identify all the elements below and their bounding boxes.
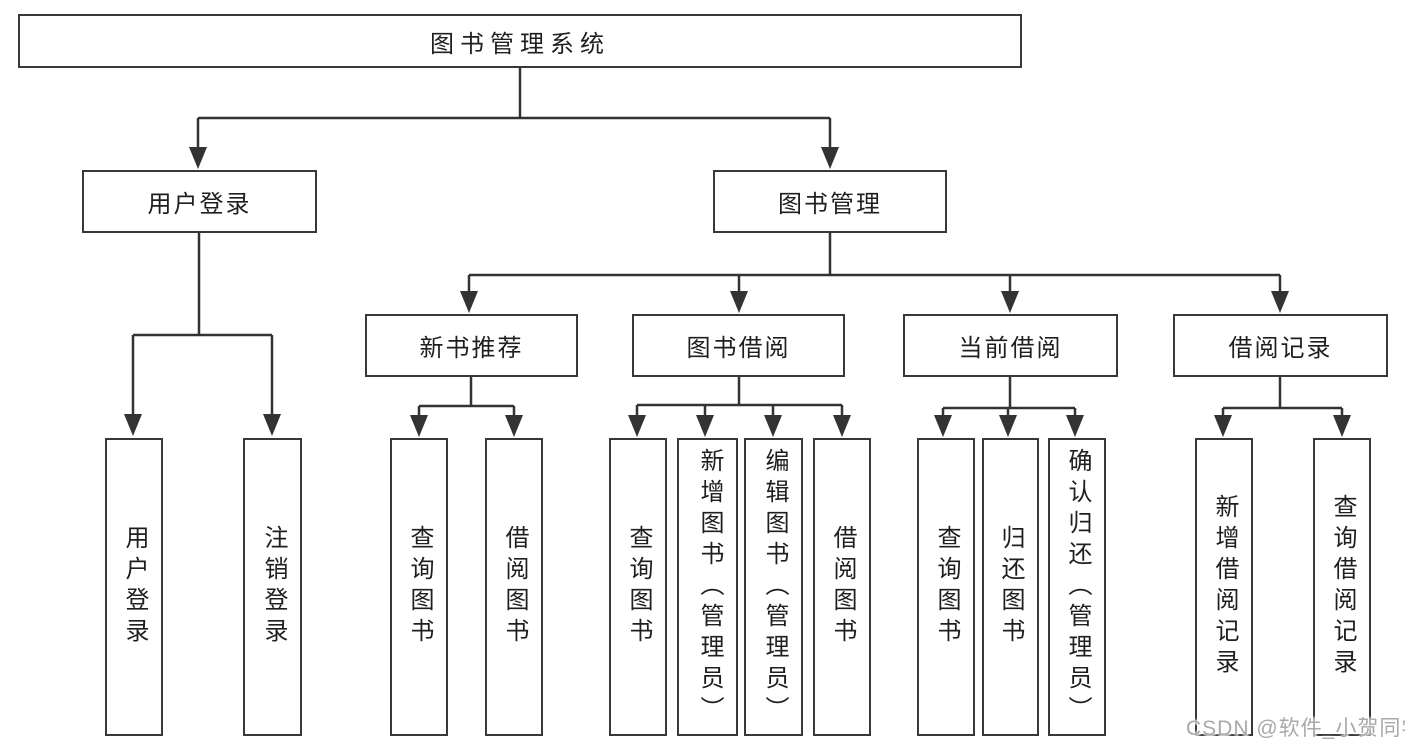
watermark: CSDN @软件_小贺同学: [1186, 717, 1405, 740]
node-library-management-system: 图书管理系统: [18, 14, 1022, 68]
node-current-borrow: 当前借阅: [903, 314, 1118, 377]
leaf-borrow-query-books: 查询图书: [609, 438, 667, 736]
arrow-icon: [1066, 415, 1084, 437]
leaf-records-query-record: 查询借阅记录: [1313, 438, 1371, 736]
arrow-icon: [124, 414, 142, 436]
leaf-current-return-books: 归还图书: [982, 438, 1039, 736]
arrowheads: [124, 147, 1351, 437]
arrow-icon: [263, 414, 281, 436]
arrow-icon: [696, 415, 714, 437]
leaf-user-login: 用户登录: [105, 438, 163, 736]
leaf-borrow-borrow-books: 借阅图书: [813, 438, 871, 736]
arrow-icon: [1333, 415, 1351, 437]
arrow-icon: [505, 415, 523, 437]
arrow-icon: [189, 147, 207, 169]
arrow-icon: [1214, 415, 1232, 437]
arrow-icon: [1001, 291, 1019, 313]
leaf-recommend-borrow-books: 借阅图书: [485, 438, 543, 736]
node-user-login: 用户登录: [82, 170, 317, 233]
node-borrow-records: 借阅记录: [1173, 314, 1388, 377]
arrow-icon: [934, 415, 952, 437]
arrow-icon: [764, 415, 782, 437]
arrow-icon: [999, 415, 1017, 437]
arrow-icon: [460, 291, 478, 313]
node-book-borrow: 图书借阅: [632, 314, 845, 377]
node-label: 新书推荐: [419, 335, 524, 362]
connector-segments: [131, 68, 1344, 418]
node-label: 当前借阅: [958, 335, 1063, 362]
node-label: 用户登录: [147, 191, 252, 218]
node-label: 借阅记录: [1228, 335, 1333, 362]
leaf-recommend-query-books: 查询图书: [390, 438, 448, 736]
node-label: 图书借阅: [686, 335, 791, 362]
leaf-current-query-books: 查询图书: [917, 438, 975, 736]
arrow-icon: [410, 415, 428, 437]
leaf-borrow-add-books-admin: 新增图书（管理员）: [677, 438, 738, 736]
leaf-borrow-edit-books-admin: 编辑图书（管理员）: [744, 438, 803, 736]
arrow-icon: [821, 147, 839, 169]
leaf-logout-login: 注销登录: [243, 438, 302, 736]
node-book-management: 图书管理: [713, 170, 947, 233]
arrow-icon: [628, 415, 646, 437]
node-label: 图书管理系统: [430, 30, 610, 58]
node-new-book-recommend: 新书推荐: [365, 314, 578, 377]
node-label: 图书管理: [778, 191, 882, 218]
arrow-icon: [833, 415, 851, 437]
leaf-records-add-record: 新增借阅记录: [1195, 438, 1253, 736]
leaf-current-confirm-return-admin: 确认归还（管理员）: [1048, 438, 1106, 736]
arrow-icon: [1271, 291, 1289, 313]
arrow-icon: [730, 291, 748, 313]
